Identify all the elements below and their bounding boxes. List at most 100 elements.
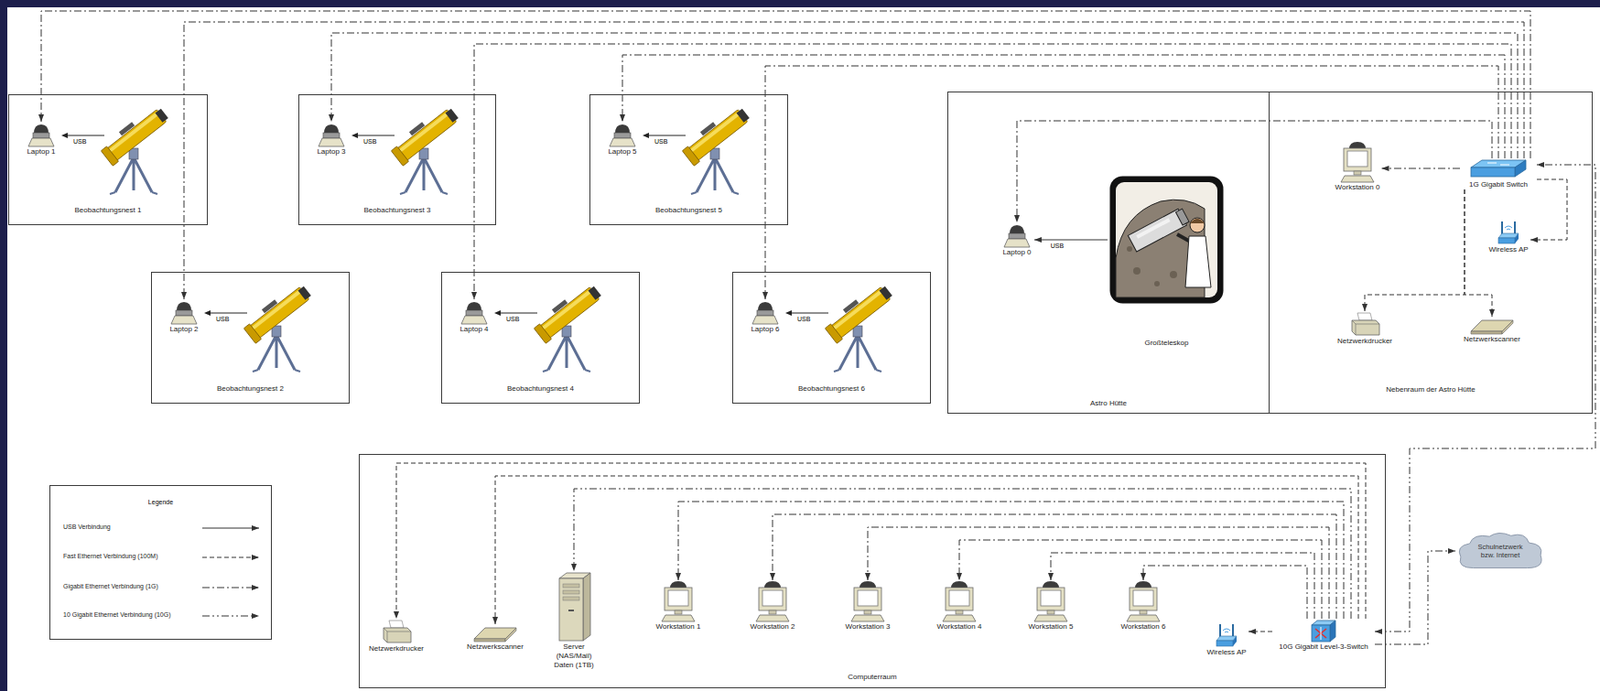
node-label: Netzwerkscanner [466,642,524,652]
workstation-icon [768,610,777,615]
telescope-picture [1175,208,1190,226]
telescope-illustration [405,157,443,193]
ethernet-link [1364,189,1465,312]
workstation-node: Workstation 4 [935,580,984,632]
telescope-illustration [356,135,395,137]
printer-node: Netzwerkdrucker [1335,311,1395,346]
ethernet-link [1530,179,1568,240]
node-label: Workstation 0 [1335,183,1381,193]
telescope-picture [1185,236,1211,288]
telescope-illustration [204,310,211,316]
workstation-icon [1047,610,1055,615]
node-label: Laptop 0 [1002,248,1031,258]
printer-node: Netzwerkdrucker [367,618,427,654]
ethernet-link [573,488,1352,619]
area-title: Nebenraum der Astro Hütte [1385,385,1475,395]
workstation-node: Workstation 1 [654,580,703,632]
workstation-node: Workstation 3 [843,580,893,632]
telescope-picture [1133,267,1141,275]
telescope-illustration [118,121,135,136]
telescope-illustration [790,313,829,314]
access-point-icon [1498,237,1515,244]
workstation-icon [949,590,970,606]
telescope-illustration [494,310,501,316]
telescope-picture [1127,206,1190,252]
area-title: Beobachtungsnest 2 [216,384,284,394]
laptop-icon [171,315,197,325]
layer3-switch-icon [1320,627,1322,640]
telescope-illustration [588,286,602,301]
telescope-illustration [680,102,752,166]
telescope-illustration [839,335,876,370]
laptop-icon [175,310,193,316]
access-point-icon [1504,226,1513,230]
workstation-icon [1133,590,1154,606]
access-point-icon [1216,640,1233,647]
legend-text: Gigabit Ethernet Verbindung (1G) [63,583,159,590]
node-label: Workstation 2 [750,622,796,632]
legend-text: 10 Gigabit Ethernet Verbindung (10G) [63,611,172,618]
node-label: Schulnetzwerk bzw. Internet [1471,542,1529,561]
node-label: Workstation 3 [845,622,891,632]
telescope-illustration [843,299,859,314]
ethernet-link [765,65,1499,300]
laptop-icon [756,310,774,316]
telescope-illustration [680,102,752,195]
telescope-illustration [395,109,457,163]
server-icon [559,578,584,641]
workstation-icon [1030,580,1071,623]
laptop-icon [33,124,49,134]
switch-icon [1514,160,1526,177]
telescope-illustration [686,109,748,163]
workstation-icon [1347,151,1368,167]
node-label: Netzwerkdrucker [1337,336,1393,346]
ethernet-link [1248,631,1273,633]
legend-line-sample [202,616,260,617]
laptop-icon [1001,222,1033,249]
workstation-icon [854,587,882,611]
laptop-icon [752,315,779,325]
observation-nest-box: Beobachtungsnest 6Laptop 6USB [732,271,931,404]
ethernet-link [867,527,1330,619]
laptop-icon [324,124,339,134]
workstation-icon [758,587,787,611]
connection-label: USB [795,315,812,323]
telescope-illustration [691,192,739,195]
server-icon [562,596,580,601]
workstation-icon [1037,587,1065,611]
workstation-icon [752,580,793,623]
workstation-icon [674,610,682,615]
telescope-illustration [830,288,885,332]
telescope-illustration [241,280,314,372]
access-point-icon [1502,221,1515,235]
connection-label: USB [361,138,379,145]
ethernet-link [1374,164,1596,632]
telescope-illustration [681,146,700,166]
telescope-node: Großteleskop [1107,175,1226,348]
telescope-illustration [833,369,882,372]
access-point-icon [1222,628,1231,633]
scanner-icon [1470,331,1503,335]
workstation-icon [864,610,872,615]
connection-label: USB [504,315,521,323]
laptop-icon [614,132,631,139]
telescope-illustration [299,95,498,225]
usb-link [1034,239,1108,241]
ethernet-link [959,540,1322,619]
laptop-icon [323,132,340,139]
access-point-icon [1514,233,1519,244]
telescope-picture [1154,281,1160,287]
telescope-illustration [590,95,789,225]
switch-node: 1G Gigabit Switch [1459,158,1537,190]
workstation-icon [661,615,695,622]
laptop-icon [466,302,482,312]
workstation-icon [1129,587,1157,611]
server-icon [562,590,580,595]
workstation-icon [762,590,783,606]
scanner-icon [505,627,517,642]
telescope-illustration [822,280,895,344]
telescope-illustration [733,272,931,402]
area-title: Beobachtungsnest 6 [798,384,865,394]
node-label: 1G Gigabit Switch [1469,180,1528,190]
ethernet-link [474,43,1512,300]
